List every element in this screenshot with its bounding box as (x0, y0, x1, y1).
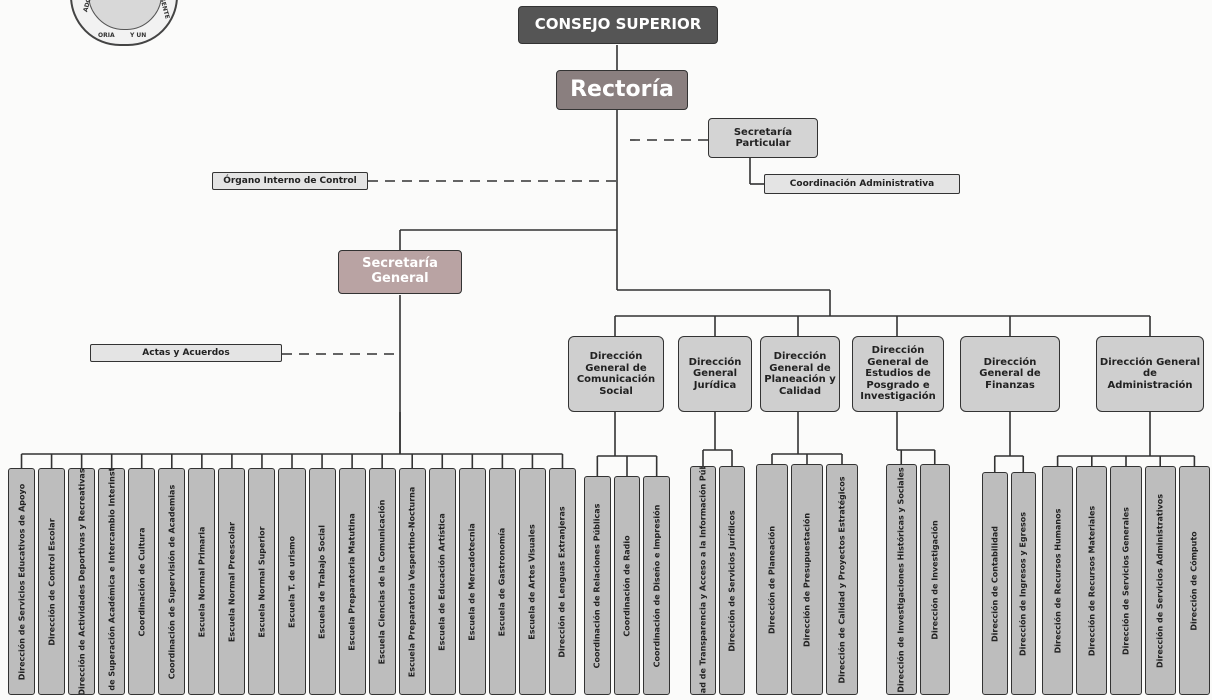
unit-column: Coordinación de Radio (613, 476, 641, 695)
unit-column-label: Dirección de Investigaciones Históricas … (896, 466, 906, 693)
unit-column: Dirección de Calidad y Proyectos Estraté… (826, 464, 858, 695)
unit-column: Coordinación de Diseño e Impresión (643, 476, 670, 695)
unit-column-label: Escuela Normal Superior (257, 525, 267, 638)
direccion-juridica-box: Dirección General Jurídica (678, 336, 752, 412)
unit-column: Escuela Normal Primaria (188, 468, 216, 695)
secretaria-general-box: Secretaría General (338, 250, 462, 294)
unit-column-label: Dirección de Lenguas Extranjeras (557, 505, 567, 658)
unit-column-label: Escuela de Gastronomía (497, 527, 507, 636)
unit-column: Dirección de Recursos Humanos (1042, 466, 1074, 695)
unit-column-label: Dirección de Servicios Generales (1121, 506, 1131, 655)
unit-column: Dirección de Contabilidad (982, 472, 1008, 695)
direccion-comunicacion-social-box: Dirección General de Comunicación Social (568, 336, 664, 412)
unit-column: Dirección de Lenguas Extranjeras (548, 468, 576, 695)
unit-column: Dirección de Servicios Jurídicos (719, 466, 745, 695)
unit-column-label: Dirección de Planeación (767, 525, 777, 634)
unit-column-label: Dirección de Servicios Educativos de Apo… (17, 483, 27, 680)
unit-column-label: Dirección de Cómputo (1189, 530, 1199, 631)
unit-column: Coordinación de Cultura (128, 468, 156, 695)
unit-column: Dirección de Ingresos y Egresos (1010, 472, 1036, 695)
unit-column-label: Escuela T. de urismo (287, 535, 297, 628)
unit-column: Coordinación de Supervisión de Academias (158, 468, 186, 695)
unit-column-label: Escuela de Mercadotecnia (467, 522, 477, 641)
unit-column: Escuela Normal Superior (248, 468, 276, 695)
unit-column: Dirección de Servicios Administrativos (1144, 466, 1176, 695)
unit-column: Dirección de Servicios Generales (1110, 466, 1142, 695)
unit-column: Escuela Ciencias de la Comunicación (368, 468, 396, 695)
unit-column: Escuela de Artes Visuales (518, 468, 546, 695)
direccion-finanzas-box: Dirección General de Finanzas (960, 336, 1060, 412)
rectoria-box: Rectoría (556, 70, 688, 110)
unit-column-label: Coordinación de Radio (622, 534, 632, 637)
unit-column-label: Dirección de Investigación (930, 519, 940, 640)
unit-column: Escuela de Gastronomía (488, 468, 516, 695)
unit-column: Dirección de Servicios Educativos de Apo… (8, 468, 36, 695)
unit-column: Dirección de Actividades Deportivas y Re… (68, 468, 96, 695)
unit-column: Dirección de Investigaciones Históricas … (886, 464, 917, 695)
unit-column-label: Dirección de Contabilidad (990, 525, 1000, 642)
unit-column-label: Escuela Preparatoria Vespertino-Nocturna (407, 486, 417, 677)
seal-text-bottom-left: ORIA (98, 32, 115, 39)
unit-column-label: Dirección de Ingresos y Egresos (1018, 511, 1028, 656)
unit-column: Escuela de Mercadotecnia (458, 468, 486, 695)
unit-column: Dirección de Investigación (919, 464, 950, 695)
unit-column: Escuela Preparatoria Matutina (338, 468, 366, 695)
unit-column-label: Escuela de Educación Artística (437, 512, 447, 651)
unit-column-label: Dirección de Presupuestación (802, 512, 812, 647)
unit-column-label: Dirección de Control Escolar (47, 517, 57, 646)
secretaria-particular-box: Secretaría Particular (708, 118, 818, 158)
unit-column-label: Escuela Ciencias de la Comunicación (377, 499, 387, 664)
unit-column-label: Coordinación de Cultura (137, 527, 147, 636)
unit-column-label: Coordinación de Diseño e Impresión (652, 504, 662, 667)
unit-column-label: Escuela de Trabajo Social (317, 524, 327, 639)
unit-column: Dirección de Cómputo (1178, 466, 1210, 695)
actas-acuerdos-box: Actas y Acuerdos (90, 344, 282, 362)
unit-column-label: Dirección de Servicios Administrativos (1155, 493, 1165, 668)
unit-column-label: Dirección de Recursos Humanos (1053, 508, 1063, 653)
unit-column-label: Dirección de Servicios Jurídicos (727, 509, 737, 652)
unit-column: Dirección de Presupuestación (791, 464, 823, 695)
unit-column: Dirección de Control Escolar (38, 468, 66, 695)
unit-column: Dirección de Planeación (756, 464, 788, 695)
unit-column-label: Escuela Normal Preescolar (227, 521, 237, 642)
unit-column-label: Unidad de Transparencia y Acceso a la In… (698, 466, 708, 695)
unit-column-label: Dirección de Superación Académica e Inte… (107, 468, 117, 695)
unit-column: Escuela de Educación Artística (428, 468, 456, 695)
consejo-superior-box: CONSEJO SUPERIOR (518, 6, 718, 44)
direccion-planeacion-calidad-box: Dirección General de Planeación y Calida… (760, 336, 840, 412)
organo-interno-control-box: Órgano Interno de Control (212, 172, 368, 190)
unit-column: Unidad de Transparencia y Acceso a la In… (690, 466, 716, 695)
unit-column: Dirección de Recursos Materiales (1076, 466, 1108, 695)
unit-column-label: Escuela Preparatoria Matutina (347, 512, 357, 651)
unit-column: Coordinación de Relaciones Públicas (584, 476, 611, 695)
unit-column-label: Dirección de Recursos Materiales (1087, 505, 1097, 656)
seal-emblem (88, 0, 162, 30)
unit-column-label: Escuela Normal Primaria (197, 526, 207, 637)
unit-column-label: Dirección de Calidad y Proyectos Estraté… (837, 476, 847, 683)
unit-column: Escuela de Trabajo Social (308, 468, 336, 695)
unit-column-label: Coordinación de Relaciones Públicas (592, 503, 602, 668)
seal-text-bottom-right: Y UN (130, 32, 147, 39)
unit-column-label: Coordinación de Supervisión de Academias (167, 484, 177, 679)
unit-column-label: Escuela de Artes Visuales (527, 523, 537, 640)
unit-column-label: Dirección de Actividades Deportivas y Re… (77, 468, 87, 695)
unit-column: Dirección de Superación Académica e Inte… (98, 468, 126, 695)
unit-column: Escuela Preparatoria Vespertino-Nocturna (398, 468, 426, 695)
unit-column: Escuela Normal Preescolar (218, 468, 246, 695)
unit-column: Escuela T. de urismo (278, 468, 306, 695)
coordinacion-administrativa-box: Coordinación Administrativa (764, 174, 960, 194)
direccion-posgrado-investigacion-box: Dirección General de Estudios de Posgrad… (852, 336, 944, 412)
direccion-administracion-box: Dirección General de Administración (1096, 336, 1204, 412)
